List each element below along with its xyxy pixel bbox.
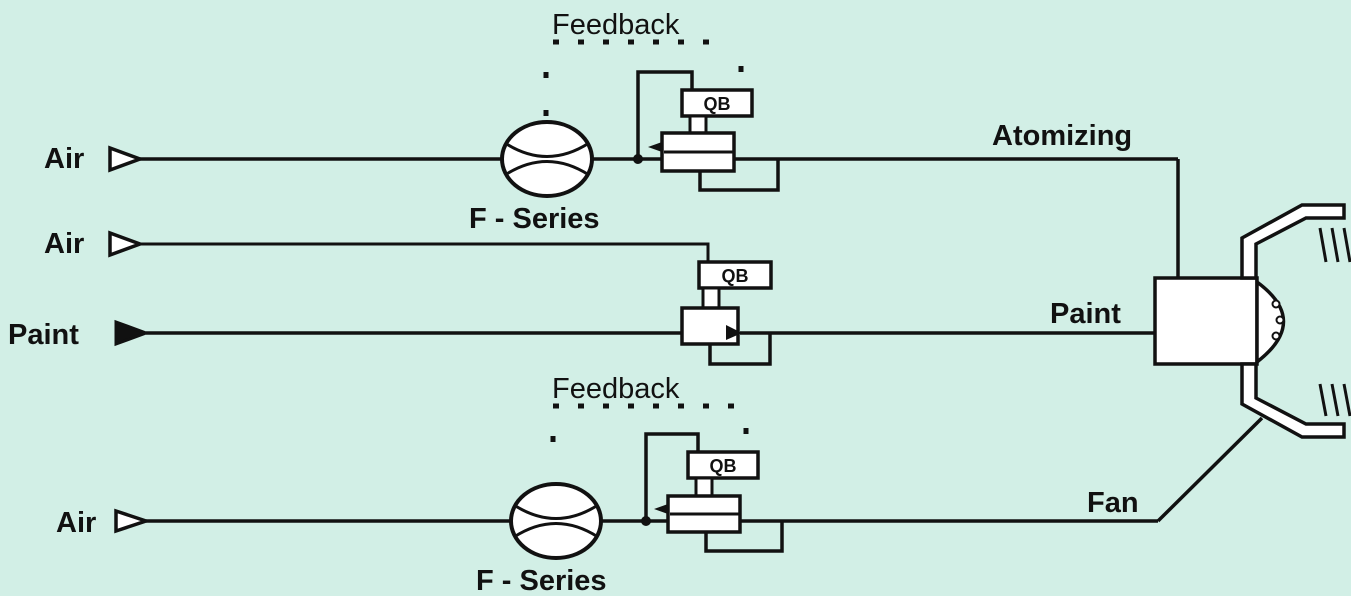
qb-label-mid: QB — [722, 266, 749, 286]
air-label-1: Air — [44, 143, 84, 175]
paint-line — [114, 306, 1155, 366]
feedback-label-top: Feedback — [552, 9, 680, 41]
spray-gun — [1153, 203, 1351, 439]
qb-box-bottom — [686, 450, 760, 480]
paint-regulator — [680, 306, 740, 346]
air-inlet-arrow-1 — [108, 145, 146, 173]
atomizing-air-line: QB Feedback F - Series — [108, 9, 1180, 278]
air-label-3: Air — [56, 507, 96, 539]
feedback-label-bottom: Feedback — [552, 373, 680, 405]
gun-body — [1153, 276, 1259, 366]
qb-box-top — [680, 88, 754, 118]
fan-air-line: QB Feedback F - Series — [114, 373, 1264, 596]
feedback-dotted-top — [543, 39, 744, 122]
paint-input-label: Paint — [8, 319, 79, 351]
fseries-label-top: F - Series — [469, 203, 600, 235]
flow-meter-bottom — [509, 482, 603, 560]
qb-label-top: QB — [704, 94, 731, 114]
air-inlet-arrow-3 — [114, 508, 152, 534]
qb-box-mid — [697, 260, 773, 290]
air-inlet-arrow-2 — [108, 230, 146, 258]
atomizing-label: Atomizing — [992, 120, 1132, 152]
feedback-dotted-bottom — [550, 403, 749, 448]
flow-meter-top — [500, 120, 594, 198]
paint-inlet-arrow — [114, 319, 151, 347]
fan-label: Fan — [1087, 487, 1139, 519]
pilot-air-line: QB — [108, 230, 773, 310]
fseries-label-bottom: F - Series — [476, 565, 607, 596]
qb-label-bottom: QB — [710, 456, 737, 476]
paint-output-label: Paint — [1050, 298, 1121, 330]
air-label-2: Air — [44, 228, 84, 260]
